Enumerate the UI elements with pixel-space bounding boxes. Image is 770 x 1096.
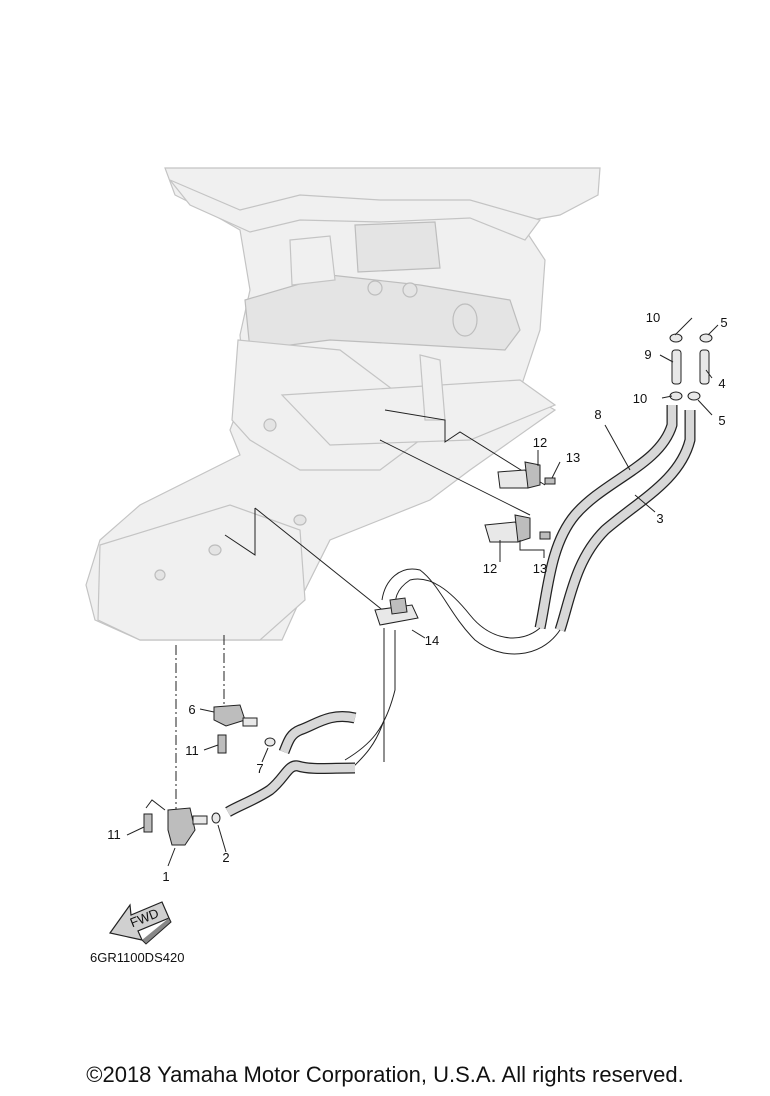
part-6-bracket — [213, 704, 258, 727]
callout-2: 2 — [222, 850, 229, 865]
callout-14: 14 — [425, 633, 439, 648]
callout-5-upper: 5 — [720, 315, 727, 330]
parts-diagram: 1 2 3 4 5 5 6 7 8 9 10 10 11 11 12 12 13… — [85, 167, 728, 965]
callout-5-lower: 5 — [718, 413, 725, 428]
callout-10-lower: 10 — [633, 391, 647, 406]
callout-3: 3 — [656, 511, 663, 526]
hose-2 — [225, 760, 356, 817]
part-7-clip — [264, 737, 276, 747]
hose-3 — [554, 410, 696, 632]
hose-long-loop — [344, 568, 561, 771]
part-11-bolts — [143, 734, 227, 833]
callout-12-upper: 12 — [533, 435, 547, 450]
callout-13-upper: 13 — [566, 450, 580, 465]
copyright-notice: ©2018 Yamaha Motor Corporation, U.S.A. A… — [86, 1062, 684, 1087]
callout-12-lower: 12 — [483, 561, 497, 576]
hose-7 — [278, 711, 357, 755]
callout-8: 8 — [594, 407, 601, 422]
callout-13-lower: 13 — [533, 561, 547, 576]
callout-10-upper: 10 — [646, 310, 660, 325]
callout-11-lower: 11 — [107, 827, 121, 842]
callout-numbers: 1 2 3 4 5 5 6 7 8 9 10 10 11 11 12 12 13… — [107, 310, 727, 884]
callout-1: 1 — [162, 869, 169, 884]
callout-leaders — [126, 317, 719, 867]
callout-4: 4 — [718, 376, 725, 391]
callout-11-upper: 11 — [185, 743, 199, 758]
callout-9: 9 — [644, 347, 651, 362]
part-clamp-12-upper — [497, 461, 556, 489]
callout-6: 6 — [188, 702, 195, 717]
diagram-code: 6GR1100DS420 — [90, 950, 184, 965]
part-clamp-12-lower — [484, 514, 551, 543]
hose-8 — [534, 405, 678, 630]
fwd-arrow-icon: FWD — [108, 901, 172, 945]
part-14-bracket — [374, 597, 419, 626]
part-fittings-top — [669, 333, 713, 401]
part-1-joint — [167, 807, 208, 846]
callout-7: 7 — [256, 761, 263, 776]
part-2-clip — [211, 812, 221, 824]
engine-ghost-illustration — [85, 167, 601, 641]
